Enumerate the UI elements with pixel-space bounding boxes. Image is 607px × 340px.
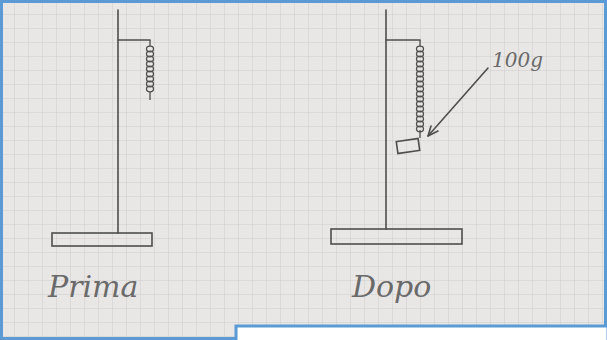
spring-hook [149,40,150,46]
stand-after [331,10,488,244]
mass-label: 100g [492,50,543,70]
stand-pole [385,10,387,229]
stand-before [52,10,152,246]
after-label: Dopo [352,272,431,302]
leader-arrow [428,68,488,136]
stand-base [52,233,152,246]
spring-hook [419,40,420,46]
spring-coil [147,86,154,92]
stand-arm [118,39,150,41]
springs [147,40,424,138]
spring-tail [419,130,420,138]
before-label: Prima [48,272,138,302]
mass-block [396,139,419,154]
arrow-head [428,126,438,136]
spring-tail [149,92,150,100]
stand-base [331,229,462,244]
stand-pole [117,10,119,233]
stand-arm [386,39,420,41]
overlay-box [236,326,607,340]
